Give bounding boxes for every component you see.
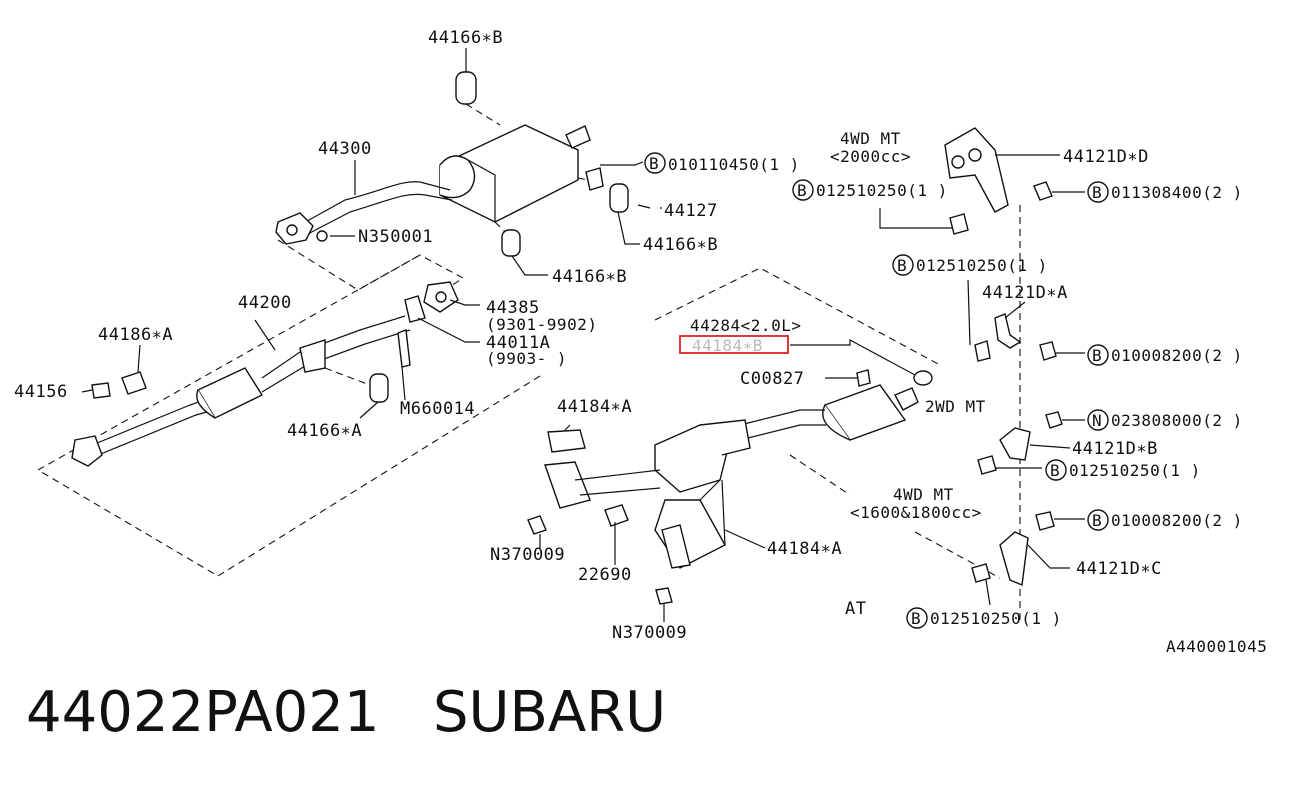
label-010110450: 010110450(1 ) — [668, 155, 800, 174]
label-012510250-1: 012510250(1 ) — [816, 181, 948, 200]
label-010008200-1: 010008200(2 ) — [1111, 346, 1243, 365]
label-n350001: N350001 — [358, 227, 433, 247]
label-44166b-mid: 44166∗B — [643, 235, 718, 255]
diagram-code: A440001045 — [1166, 637, 1267, 656]
nut-n350001 — [316, 230, 328, 242]
hanger-44166a — [369, 373, 389, 403]
label-44121da: 44121D∗A — [982, 283, 1068, 303]
hanger-44166b-mid — [609, 183, 629, 213]
bolt-012510250-1 — [949, 213, 969, 235]
label-44200: 44200 — [238, 293, 292, 313]
label-012510250-2: 012510250(1 ) — [916, 256, 1048, 275]
rear-muffler — [299, 124, 591, 237]
svg-text:N: N — [1092, 411, 1102, 430]
label-44284: 44284<2.0L> — [690, 316, 801, 335]
hanger-44166b-low — [501, 229, 521, 257]
gasket-44184a-top — [547, 429, 586, 453]
footer-caption: 44022PA021 SUBARU — [26, 680, 666, 745]
label-1600-1800cc: <1600&1800cc> — [850, 503, 982, 522]
nut-023808000 — [1045, 411, 1063, 429]
label-44121db: 44121D∗B — [1072, 439, 1158, 459]
label-2wdmt: 2WD MT — [925, 397, 986, 416]
svg-text:B: B — [797, 181, 807, 200]
brand-name: SUBARU — [432, 680, 667, 745]
label-at: AT — [845, 599, 866, 619]
label-2000cc: <2000cc> — [830, 147, 911, 166]
label-44011a: 44011A — [486, 333, 550, 353]
label-44127: 44127 — [664, 201, 718, 221]
highlight-44184b — [679, 335, 789, 354]
bracket-44121db — [999, 427, 1031, 461]
label-4wdmt-2000: 4WD MT — [840, 129, 901, 148]
label-4wdmt-1600: 4WD MT — [893, 485, 954, 504]
bolt-012510250-3 — [977, 455, 997, 475]
svg-text:B: B — [649, 154, 659, 173]
part-number: 44022PA021 — [26, 680, 380, 745]
label-44186a: 44186∗A — [98, 325, 173, 345]
bolt-012510250-4 — [971, 563, 991, 583]
catalyst-section-outline — [654, 267, 1001, 579]
label-c00827: C00827 — [740, 369, 804, 389]
bracket-44121dc — [999, 531, 1029, 586]
label-44166a: 44166∗A — [287, 421, 362, 441]
sensor-22690 — [604, 504, 629, 527]
label-n370009-b: N370009 — [612, 623, 687, 643]
part-labels: 44166∗B 44300 010110450(1 ) 44127 44166∗… — [14, 28, 1267, 656]
label-9903: (9903- ) — [486, 349, 567, 368]
rear-section-outline — [277, 239, 421, 291]
spring-44156 — [91, 382, 111, 399]
label-011308400: 011308400(2 ) — [1111, 183, 1243, 202]
bracket-44121da — [994, 313, 1022, 349]
nut-n370009-b — [655, 587, 673, 605]
label-22690: 22690 — [578, 565, 632, 585]
label-023808000: 023808000(2 ) — [1111, 411, 1243, 430]
nut-n370009-a — [527, 515, 547, 535]
front-pipe — [79, 315, 411, 461]
label-44385: 44385 — [486, 298, 540, 318]
hanger-44166b-top — [455, 71, 477, 105]
flange-44011a — [404, 295, 426, 323]
bolt-010008200-2 — [1035, 511, 1055, 531]
svg-text:B: B — [897, 256, 907, 275]
bolt-012510250-2 — [974, 340, 991, 362]
label-44166b-low: 44166∗B — [552, 267, 627, 287]
svg-text:B: B — [911, 609, 921, 628]
catalytic-converter — [739, 370, 933, 441]
exhaust-manifold — [544, 419, 751, 569]
spring-bolt-44186a — [121, 371, 147, 395]
bolt-010110450 — [585, 167, 604, 191]
bolt-m660014 — [397, 329, 411, 368]
svg-text:B: B — [1050, 461, 1060, 480]
label-m660014: M660014 — [400, 399, 475, 419]
svg-text:B: B — [1092, 183, 1102, 202]
nut-c00827 — [856, 369, 871, 387]
circled-b-markers: B B B B B B B B — [644, 152, 1109, 629]
label-n370009-a: N370009 — [490, 545, 565, 565]
leader-lines — [81, 48, 1085, 622]
label-44156: 44156 — [14, 382, 68, 402]
label-9301-9902: (9301-9902) — [486, 315, 597, 334]
label-44184a-top: 44184∗A — [557, 397, 632, 417]
label-012510250-4: 012510250(1 ) — [930, 609, 1062, 628]
front-flange — [71, 435, 103, 467]
circled-n-marker: N — [1087, 409, 1109, 431]
label-44121dd: 44121D∗D — [1063, 147, 1149, 167]
label-44184a-low: 44184∗A — [767, 539, 842, 559]
label-44121dc: 44121D∗C — [1076, 559, 1162, 579]
label-44166b-top: 44166∗B — [428, 28, 503, 48]
label-010008200-2: 010008200(2 ) — [1111, 511, 1243, 530]
svg-text:B: B — [1092, 346, 1102, 365]
label-44184b: 44184∗B — [692, 336, 763, 355]
label-44300: 44300 — [318, 139, 372, 159]
label-012510250-3: 012510250(1 ) — [1069, 461, 1201, 480]
bracket-44121dd — [944, 127, 1009, 213]
svg-text:B: B — [1092, 511, 1102, 530]
bolt-011308400 — [1033, 181, 1053, 201]
bolt-010008200-1 — [1039, 341, 1057, 361]
